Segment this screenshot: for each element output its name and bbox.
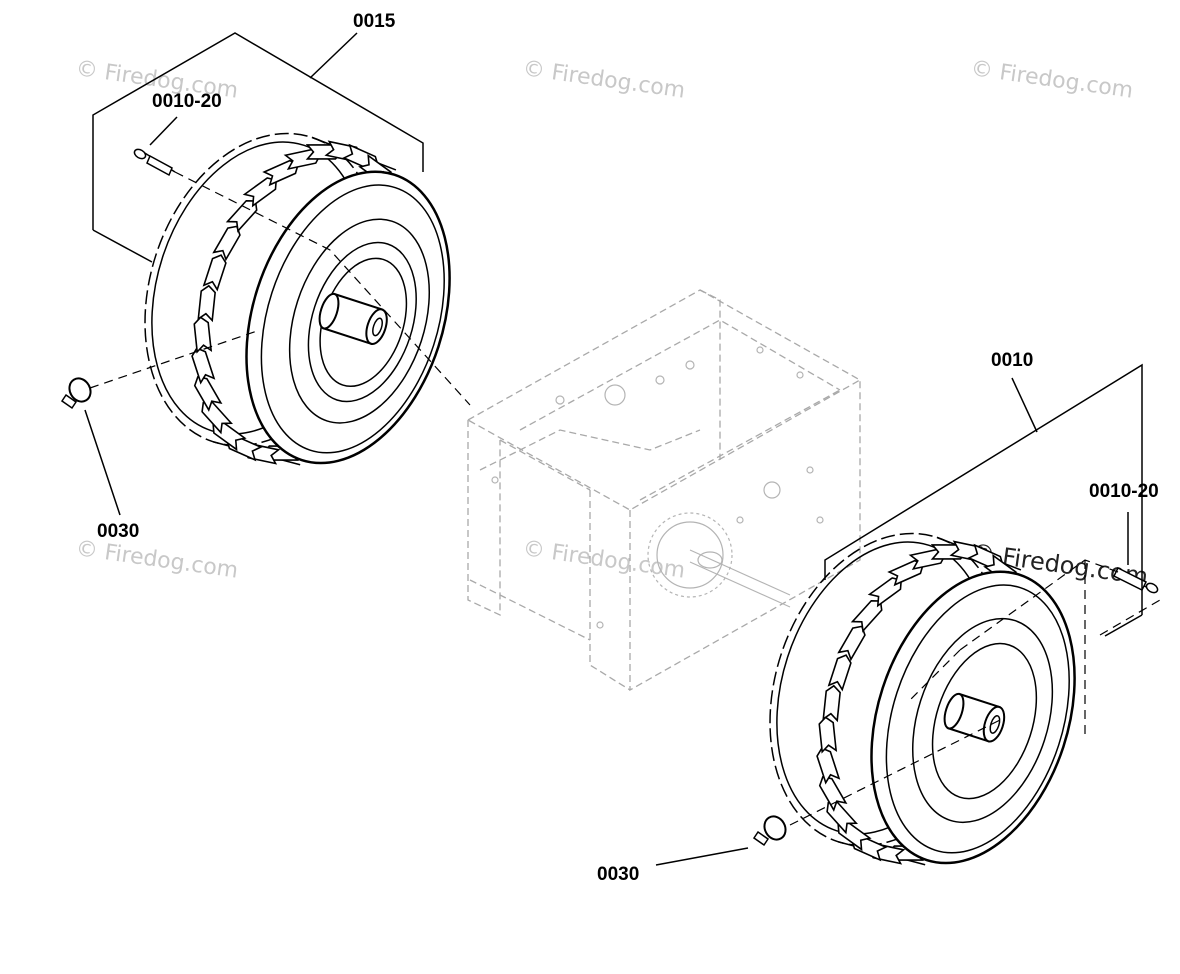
watermarks: © Firedog.com © Firedog.com © Firedog.co…: [74, 56, 1150, 591]
tread-block: [242, 177, 278, 208]
tread-block: [225, 199, 258, 233]
left-clip: [60, 377, 92, 410]
tread-block: [197, 284, 216, 323]
left-pin: [133, 148, 176, 177]
watermark-3: © Firedog.com: [969, 56, 1135, 104]
tread-block: [193, 376, 223, 412]
watermark-5: © Firedog.com: [521, 536, 687, 584]
label-left-clip: 0030: [97, 521, 139, 542]
right-clip: [752, 815, 787, 847]
label-left-assembly: 0015: [353, 11, 396, 32]
tread-block: [822, 684, 841, 723]
tread-block: [818, 716, 838, 754]
leader-lines: [84, 32, 1129, 866]
label-right-assembly: 0010: [991, 350, 1033, 371]
explode-lines: [89, 171, 1161, 826]
left-wheel: [144, 132, 451, 466]
right-wheel: [769, 532, 1076, 866]
tread-block: [867, 577, 903, 608]
tread-block: [816, 747, 841, 785]
tread-block: [837, 625, 866, 662]
tread-block: [827, 654, 852, 692]
label-right-clip: 0030: [597, 864, 639, 885]
label-left-pin: 0010-20: [152, 91, 222, 112]
tread-block: [191, 347, 216, 385]
watermark-4: © Firedog.com: [74, 536, 240, 584]
assembly-brackets: [92, 32, 1143, 637]
tread-block: [850, 599, 883, 633]
watermark-2: © Firedog.com: [521, 56, 687, 104]
tread-block: [202, 254, 227, 292]
tread-block: [193, 316, 213, 354]
chassis-frame-ghost: [466, 289, 862, 692]
label-right-pin: 0010-20: [1089, 481, 1159, 502]
tread-block: [212, 225, 241, 262]
